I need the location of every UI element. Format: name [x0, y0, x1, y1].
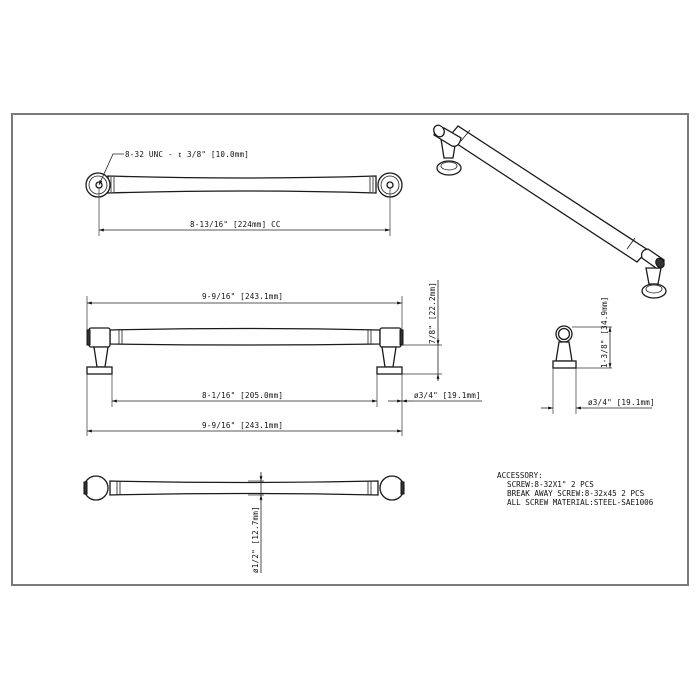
front-view: 9-9/16" [243.1mm] 7/8" [22.2mm] 8-1/16" …: [86, 280, 482, 436]
notes-title: ACCESSORY:: [497, 471, 543, 480]
drawing-border: [11, 113, 689, 586]
bar-diameter-dimension: ø1/2" [12.7mm]: [251, 506, 260, 573]
top-view: 8-32 UNC - ↧ 3/8" [10.0mm] 8-13/16" [224…: [85, 150, 403, 236]
notes-line-1: SCREW:8-32X1" 2 PCS: [507, 480, 594, 489]
top-view-bar: [107, 175, 377, 194]
side-height-dimension: 1-3/8" [34.9mm]: [600, 296, 609, 368]
cc-dimension: 8-13/16" [224mm] CC: [190, 220, 281, 229]
overall-length-bottom: 9-9/16" [243.1mm]: [202, 421, 283, 430]
overall-length-top: 9-9/16" [243.1mm]: [202, 292, 283, 301]
thread-callout: 8-32 UNC - ↧ 3/8" [10.0mm]: [125, 150, 249, 159]
front-view-bar: [109, 327, 381, 346]
side-foot-diameter: ø3/4" [19.1mm]: [588, 398, 655, 407]
notes-line-3: ALL SCREW MATERIAL:STEEL-SAE1006: [507, 498, 654, 507]
side-view: 1-3/8" [34.9mm] ø3/4" [19.1mm]: [541, 296, 655, 414]
bottom-view: ø1/2" [12.7mm]: [83, 472, 405, 573]
isometric-view: [433, 124, 667, 299]
projection-dimension: 7/8" [22.2mm]: [428, 282, 437, 344]
notes-line-2: BREAK AWAY SCREW:8-32x45 2 PCS: [507, 489, 645, 498]
front-foot-diameter: ø3/4" [19.1mm]: [414, 391, 481, 400]
inner-span-dimension: 8-1/16" [205.0mm]: [202, 391, 283, 400]
accessory-notes: ACCESSORY: SCREW:8-32X1" 2 PCS BREAK AWA…: [497, 471, 654, 507]
